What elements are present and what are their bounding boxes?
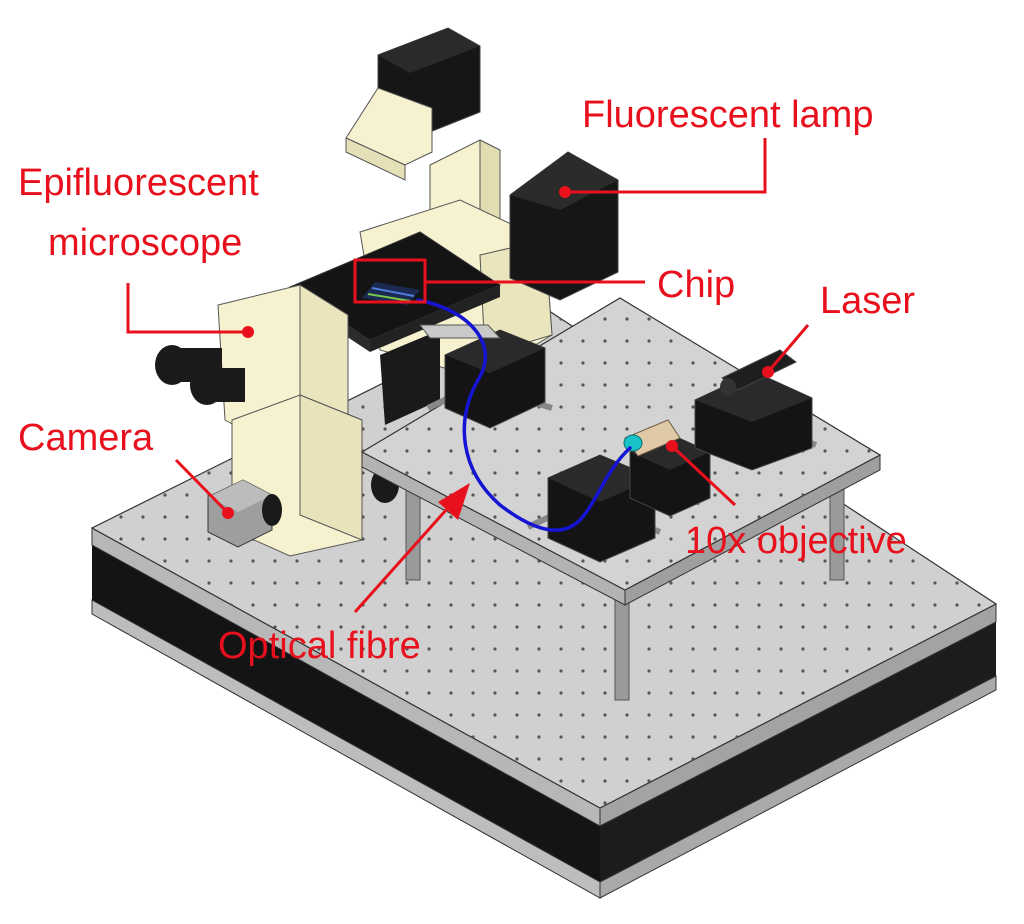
fluorescent-lamp-marker — [559, 186, 571, 198]
laser-marker — [762, 366, 774, 378]
camera — [207, 479, 282, 548]
objective-lens — [623, 434, 643, 452]
annotation-markers — [222, 186, 774, 520]
label-fluorescent-lamp: Fluorescent lamp — [582, 94, 873, 136]
optical-fibre — [416, 298, 632, 532]
labels: Fluorescent lamp Epifluorescent microsco… — [18, 94, 915, 667]
chip — [362, 282, 420, 305]
label-epifluorescent: Epifluorescent — [18, 162, 259, 204]
label-microscope: microscope — [48, 222, 242, 264]
fibre-mount-lower — [526, 454, 662, 563]
annotation-lines — [126, 138, 810, 613]
objective-marker — [666, 440, 678, 452]
label-chip: Chip — [657, 264, 735, 306]
optical-fibre-arrowhead — [438, 483, 470, 520]
label-objective: 10x objective — [685, 520, 907, 562]
label-camera: Camera — [18, 417, 154, 459]
fibre-mount-upper — [418, 324, 553, 429]
raised-breadboard — [360, 297, 882, 701]
laser — [694, 349, 818, 471]
camera-marker — [222, 507, 234, 519]
label-laser: Laser — [820, 280, 915, 322]
label-optical-fibre: Optical fibre — [218, 625, 421, 667]
microscope-marker — [242, 326, 254, 338]
fluorescent-lamp — [509, 151, 619, 301]
